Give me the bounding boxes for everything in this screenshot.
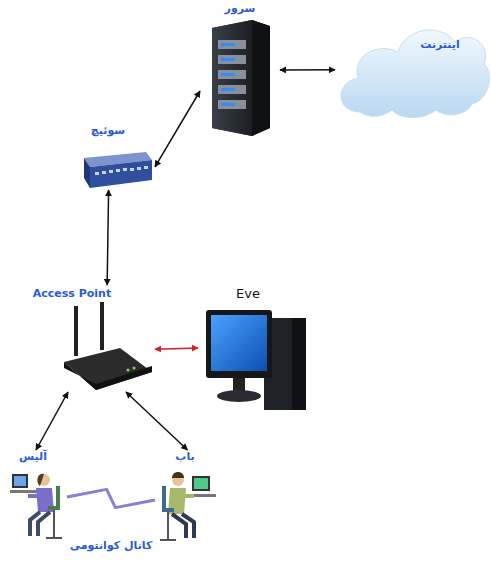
eve-computer <box>206 310 306 410</box>
link-arrow <box>155 91 200 167</box>
quantum-channel <box>67 489 155 507</box>
alice-figure <box>10 474 62 538</box>
network-switch <box>84 152 152 188</box>
switch-node: سوئیچ <box>75 124 155 190</box>
link-arrow <box>36 392 68 450</box>
node-label: اینترنت <box>420 38 460 51</box>
internet-cloud <box>341 30 489 118</box>
node-label: آلیس <box>19 450 47 463</box>
eve-node: Eve <box>198 284 310 412</box>
access-point-node: Access Point <box>10 285 155 392</box>
server-tower <box>212 20 270 136</box>
node-label: سوئیچ <box>91 124 125 137</box>
access-point-router <box>64 302 152 390</box>
link-arrow <box>126 392 188 450</box>
internet-node: اینترنت <box>335 10 487 125</box>
edge-label: کانال کوانتومی <box>68 539 155 552</box>
node-label: باب <box>175 450 194 463</box>
link-arrow <box>155 348 198 349</box>
node-label: Access Point <box>33 287 111 300</box>
node-label: Eve <box>236 286 260 302</box>
bob-node: باب <box>155 450 220 550</box>
node-label: سرور <box>225 2 256 15</box>
server-node: سرور <box>200 0 280 140</box>
link-arrow <box>107 190 108 285</box>
link-arrow <box>280 69 335 71</box>
alice-node: آلیس <box>5 450 67 544</box>
bob-figure <box>160 472 216 540</box>
